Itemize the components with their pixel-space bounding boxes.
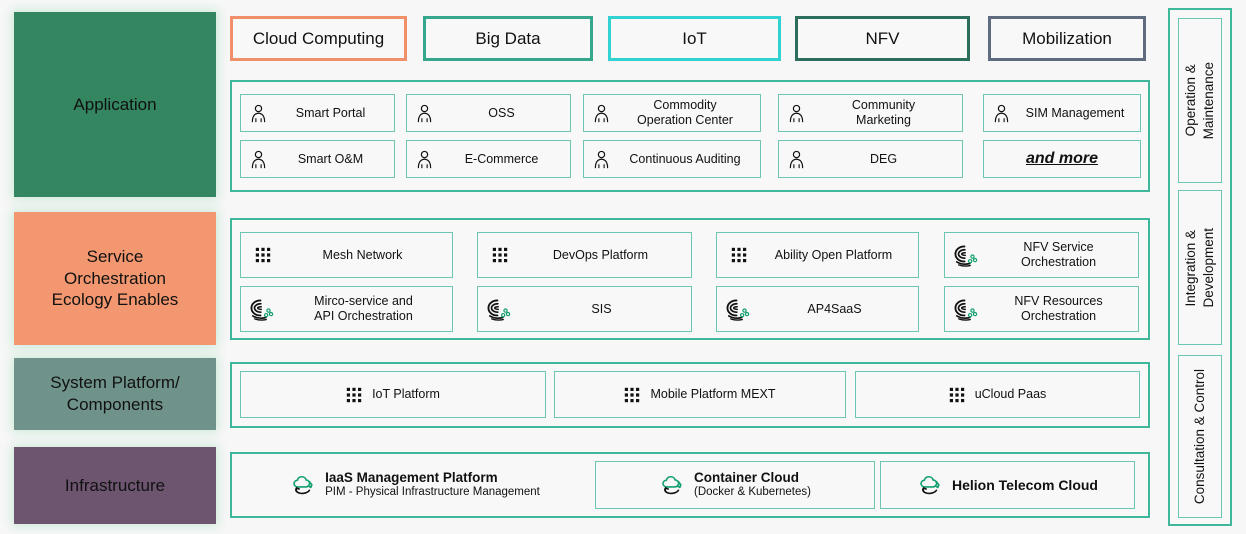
infrastructure-item-subtitle: (Docker & Kubernetes) (694, 486, 811, 499)
infrastructure-item-text: Helion Telecom Cloud (952, 477, 1098, 494)
infrastructure-item-subtitle: PIM - Physical Infrastructure Management (325, 486, 540, 499)
orchestration-icon (486, 298, 512, 321)
layer-label-system-platform: System Platform/Components (14, 358, 216, 430)
app-item-card-1-2[interactable]: Continuous Auditing (583, 140, 761, 178)
person-icon (788, 150, 805, 169)
service-item-label: DevOps Platform (552, 247, 649, 262)
app-item-card-0-4[interactable]: SIM Management (983, 94, 1141, 132)
grid-dots-icon (949, 387, 965, 403)
side-rail-item-label: Consultation & Control (1191, 368, 1207, 505)
service-item-card-0-1[interactable]: DevOps Platform (477, 232, 692, 278)
service-item-card-0-2[interactable]: Ability Open Platform (716, 232, 919, 278)
cloud-refresh-icon (659, 474, 685, 496)
system-item-card-1[interactable]: Mobile Platform MEXT (554, 371, 846, 418)
grid-dots-icon (346, 387, 362, 403)
cloud-refresh-icon (917, 474, 943, 496)
service-item-label: Mesh Network (322, 247, 403, 262)
side-rail-item-2[interactable]: Consultation & Control (1178, 355, 1222, 518)
app-item-label: Smart O&M (297, 151, 364, 166)
layer-label-infrastructure: Infrastructure (14, 447, 216, 524)
app-item-card-0-0[interactable]: Smart Portal (240, 94, 395, 132)
person-icon (593, 104, 610, 123)
app-item-label: DEG (869, 151, 898, 166)
person-icon (416, 150, 433, 169)
layer-label-text: Infrastructure (64, 475, 166, 495)
system-item-card-0[interactable]: IoT Platform (240, 371, 546, 418)
service-item-label: AP4SaaS (807, 301, 862, 316)
side-rail-item-1[interactable]: Integration &Development (1178, 190, 1222, 345)
layer-label-text: Application (73, 94, 157, 114)
infrastructure-item-text: Container Cloud(Docker & Kubernetes) (694, 470, 811, 500)
system-item-label: IoT Platform (372, 387, 440, 402)
orchestration-icon (249, 298, 275, 321)
app-item-label: SIM Management (1025, 105, 1125, 120)
service-item-card-0-0[interactable]: Mesh Network (240, 232, 453, 278)
orchestration-icon (953, 298, 979, 321)
infrastructure-item-title: Helion Telecom Cloud (952, 476, 1098, 493)
app-item-label: Smart Portal (295, 105, 366, 120)
system-item-label: Mobile Platform MEXT (650, 387, 776, 402)
system-item-card-2[interactable]: uCloud Paas (855, 371, 1140, 418)
chip-mobilization[interactable]: Mobilization (988, 16, 1146, 61)
side-rail-item-label: Operation &Maintenance (1182, 61, 1216, 140)
infrastructure-item-card-2[interactable]: Helion Telecom Cloud (880, 461, 1135, 509)
app-item-label: and more (1025, 149, 1098, 167)
layer-label-application: Application (14, 12, 216, 197)
app-item-card-1-0[interactable]: Smart O&M (240, 140, 395, 178)
app-item-label: OSS (488, 105, 515, 120)
orchestration-icon (725, 298, 751, 321)
service-item-card-1-1[interactable]: SIS (477, 286, 692, 332)
infrastructure-item-title: IaaS Management Platform (325, 470, 498, 485)
person-icon (250, 150, 267, 169)
app-item-card-1-3[interactable]: DEG (778, 140, 963, 178)
person-icon (250, 104, 267, 123)
app-item-card-1-4[interactable]: and more (983, 140, 1141, 178)
cloud-refresh-icon (290, 474, 316, 496)
person-icon (416, 104, 433, 123)
person-icon (993, 104, 1010, 123)
chip-cloud-computing[interactable]: Cloud Computing (230, 16, 407, 61)
system-item-label: uCloud Paas (974, 387, 1047, 402)
person-icon (593, 150, 610, 169)
chip-iot[interactable]: IoT (608, 16, 781, 61)
grid-dots-icon (624, 387, 640, 403)
service-item-label: Ability Open Platform (774, 247, 893, 262)
grid-dots-icon (492, 247, 508, 263)
side-rail-item-label: Integration &Development (1182, 227, 1216, 308)
layer-label-text: System Platform/Components (50, 373, 180, 414)
chip-nfv[interactable]: NFV (795, 16, 970, 61)
grid-dots-icon (731, 247, 747, 263)
app-item-card-0-1[interactable]: OSS (406, 94, 571, 132)
app-item-label: E-Commerce (464, 151, 539, 166)
app-item-card-1-1[interactable]: E-Commerce (406, 140, 571, 178)
grid-dots-icon (255, 247, 271, 263)
chip-big-data[interactable]: Big Data (423, 16, 593, 61)
app-item-label: Continuous Auditing (629, 151, 741, 166)
person-icon (788, 104, 805, 123)
side-rail-item-0[interactable]: Operation &Maintenance (1178, 18, 1222, 183)
infrastructure-item-title: Container Cloud (694, 470, 800, 485)
orchestration-icon (953, 244, 979, 267)
service-item-label: SIS (591, 301, 612, 316)
service-item-card-1-2[interactable]: AP4SaaS (716, 286, 919, 332)
infrastructure-item-card-1[interactable]: Container Cloud(Docker & Kubernetes) (595, 461, 875, 509)
